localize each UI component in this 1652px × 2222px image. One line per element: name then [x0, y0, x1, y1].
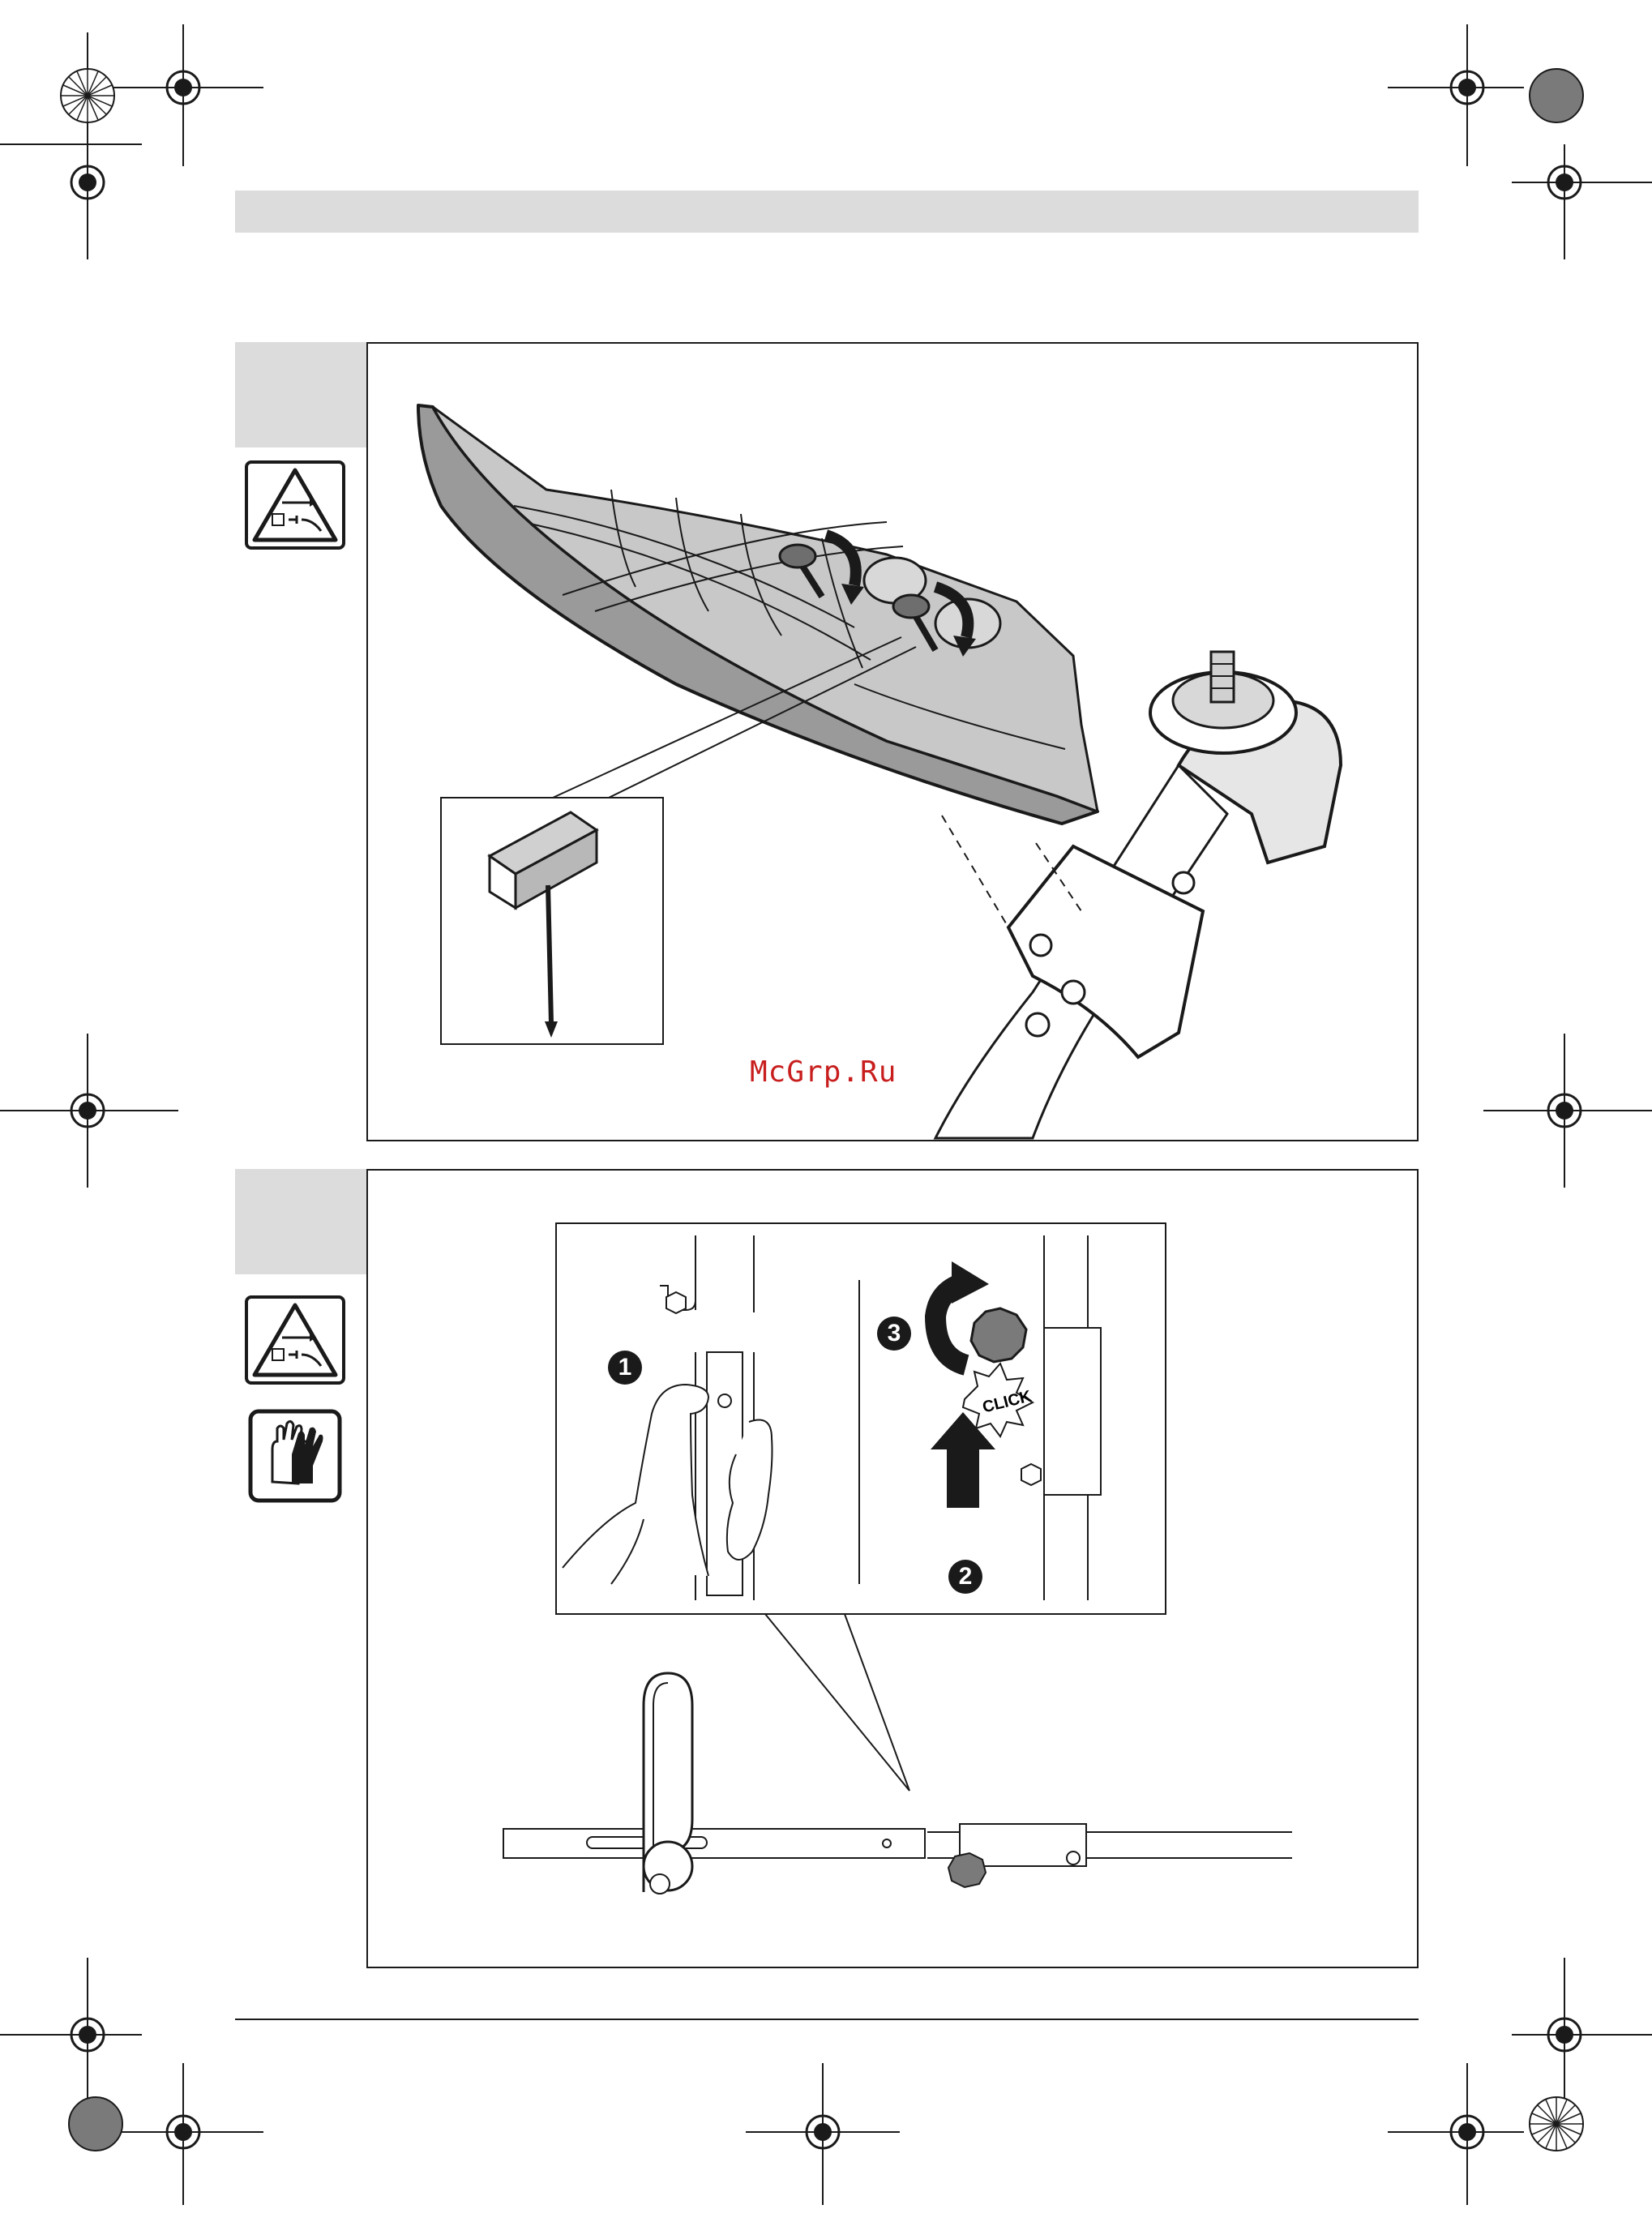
figure2-panel: CLICK 1 3 2 — [366, 1169, 1419, 1968]
unplug-warning-icon — [245, 460, 345, 550]
grass-guard-illustration — [368, 344, 1417, 1140]
figure1-panel — [366, 342, 1419, 1141]
header-bar — [235, 191, 1419, 233]
step-2-badge: 2 — [948, 1560, 982, 1594]
step-1-badge: 1 — [608, 1351, 642, 1385]
figure2-tab — [235, 1169, 366, 1274]
handle-assembly-illustration: CLICK — [368, 1171, 1417, 1967]
unplug-warning-icon — [245, 1295, 345, 1385]
watermark: McGrp.Ru — [750, 1055, 897, 1089]
footer-rule — [235, 2019, 1419, 2020]
step-3-badge: 3 — [877, 1317, 911, 1351]
wear-gloves-icon — [248, 1409, 342, 1503]
figure1-tab — [235, 342, 366, 447]
